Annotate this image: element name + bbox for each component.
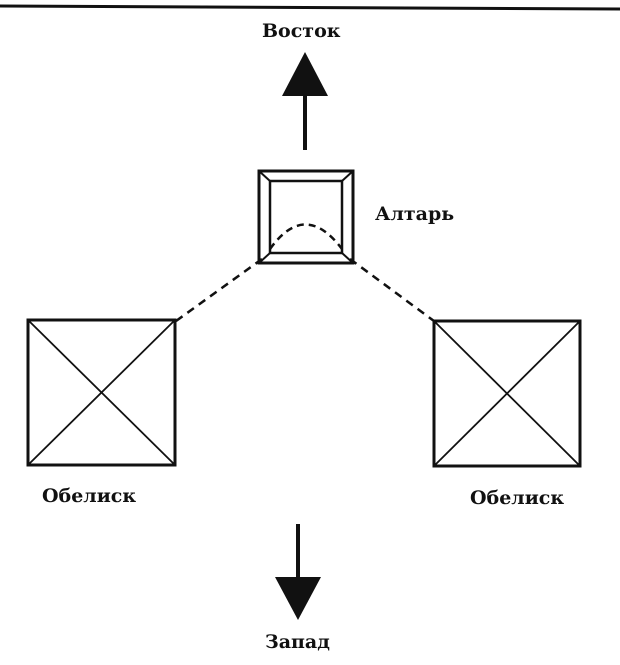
obelisk-left xyxy=(26,318,177,467)
altar-dashed-arc xyxy=(268,223,343,250)
altar xyxy=(257,169,355,265)
dashed-connector-right xyxy=(349,257,435,323)
obelisk-right-square xyxy=(432,319,582,468)
obelisk-right xyxy=(432,319,582,468)
altar-bevel-tr xyxy=(341,170,354,182)
altar-outer-square xyxy=(257,169,355,265)
obelisk-left-square xyxy=(26,318,177,467)
east-arrow xyxy=(282,52,328,150)
label-altar: Алтарь xyxy=(375,203,455,225)
dashed-connector-left xyxy=(175,257,263,323)
altar-inner-square xyxy=(268,179,344,255)
label-east: Восток xyxy=(262,20,341,42)
altar-bevel-tl xyxy=(258,170,271,182)
west-arrow-head xyxy=(275,577,321,620)
top-border-line xyxy=(0,4,620,11)
label-obelisk-left: Обелиск xyxy=(42,485,137,507)
east-arrow-head xyxy=(282,52,328,96)
label-obelisk-right: Обелиск xyxy=(470,487,565,509)
label-west: Запад xyxy=(265,631,330,653)
obelisk-right-diagonal-b xyxy=(433,320,581,467)
west-arrow xyxy=(275,524,321,620)
obelisk-left-diagonal-b xyxy=(27,319,176,466)
